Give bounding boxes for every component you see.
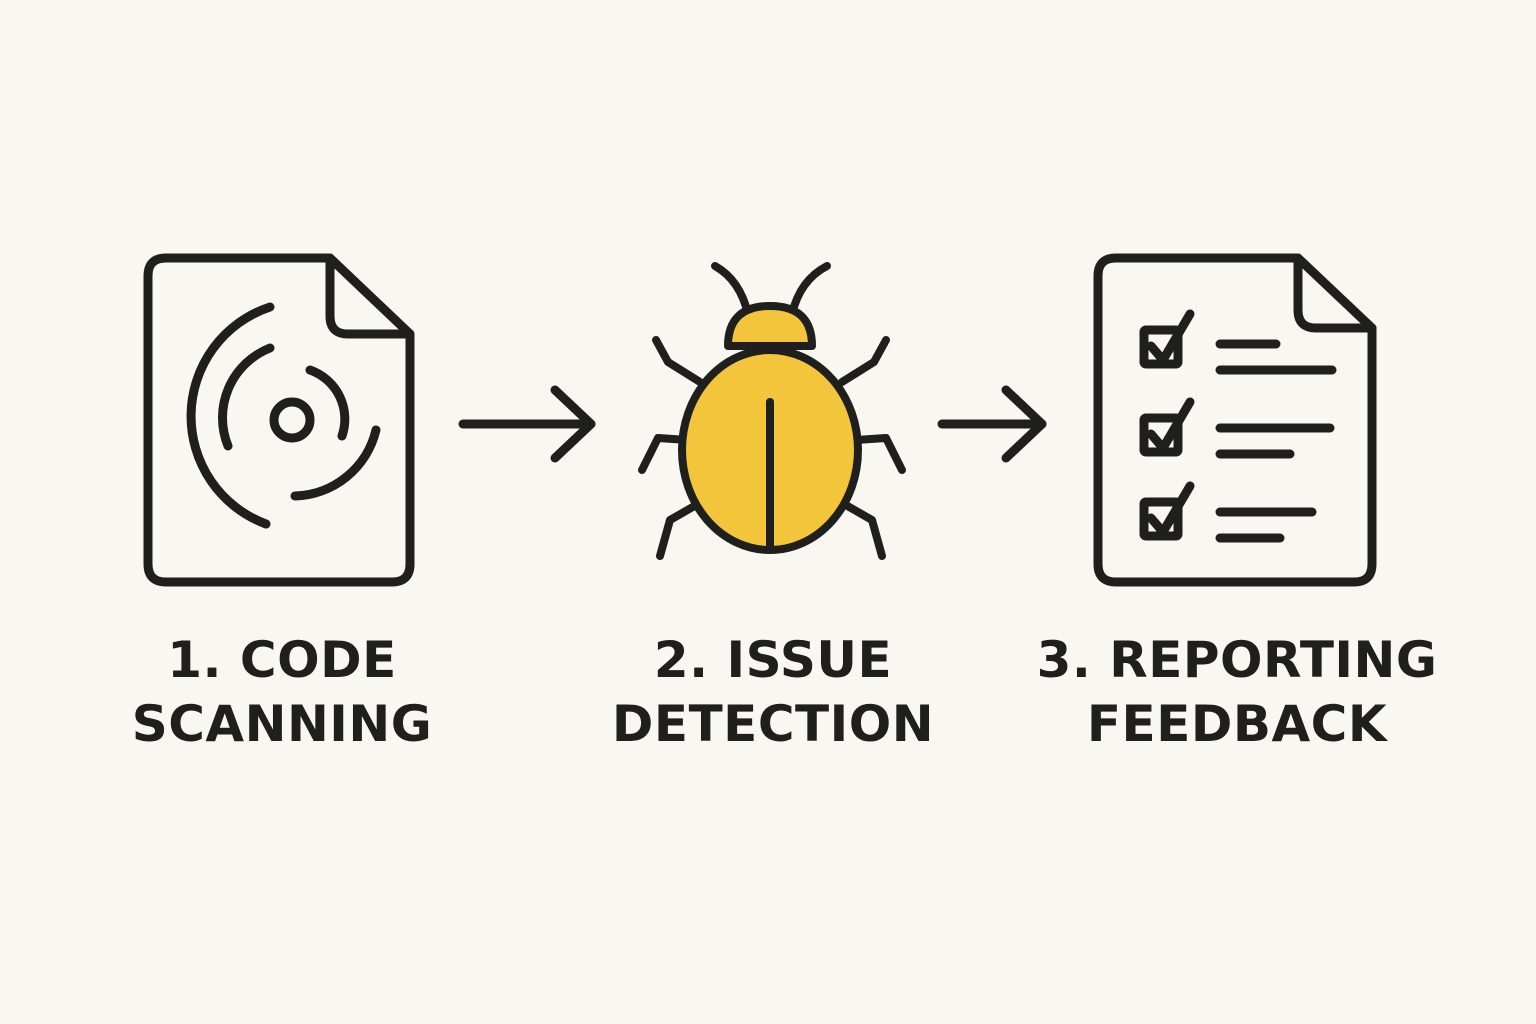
step-label-line: SCANNING xyxy=(131,695,433,753)
step-label-line: 1. CODE xyxy=(167,631,397,689)
step-label-line: 2. ISSUE xyxy=(653,631,893,689)
checklist-document-icon xyxy=(1093,253,1377,587)
arrow-right-icon xyxy=(458,385,596,463)
step-label-line: DETECTION xyxy=(611,695,935,753)
arrow-right-icon xyxy=(937,385,1047,463)
scan-document-icon xyxy=(143,253,415,587)
step-label-line: 3. REPORTING xyxy=(1036,631,1438,689)
step-label-code-scanning: 1. CODE SCANNING xyxy=(72,628,492,756)
step-label-reporting-feedback: 3. REPORTING FEEDBACK xyxy=(1027,628,1447,756)
step-label-line: FEEDBACK xyxy=(1086,695,1388,753)
bug-icon xyxy=(638,262,906,560)
step-label-issue-detection: 2. ISSUE DETECTION xyxy=(563,628,983,756)
